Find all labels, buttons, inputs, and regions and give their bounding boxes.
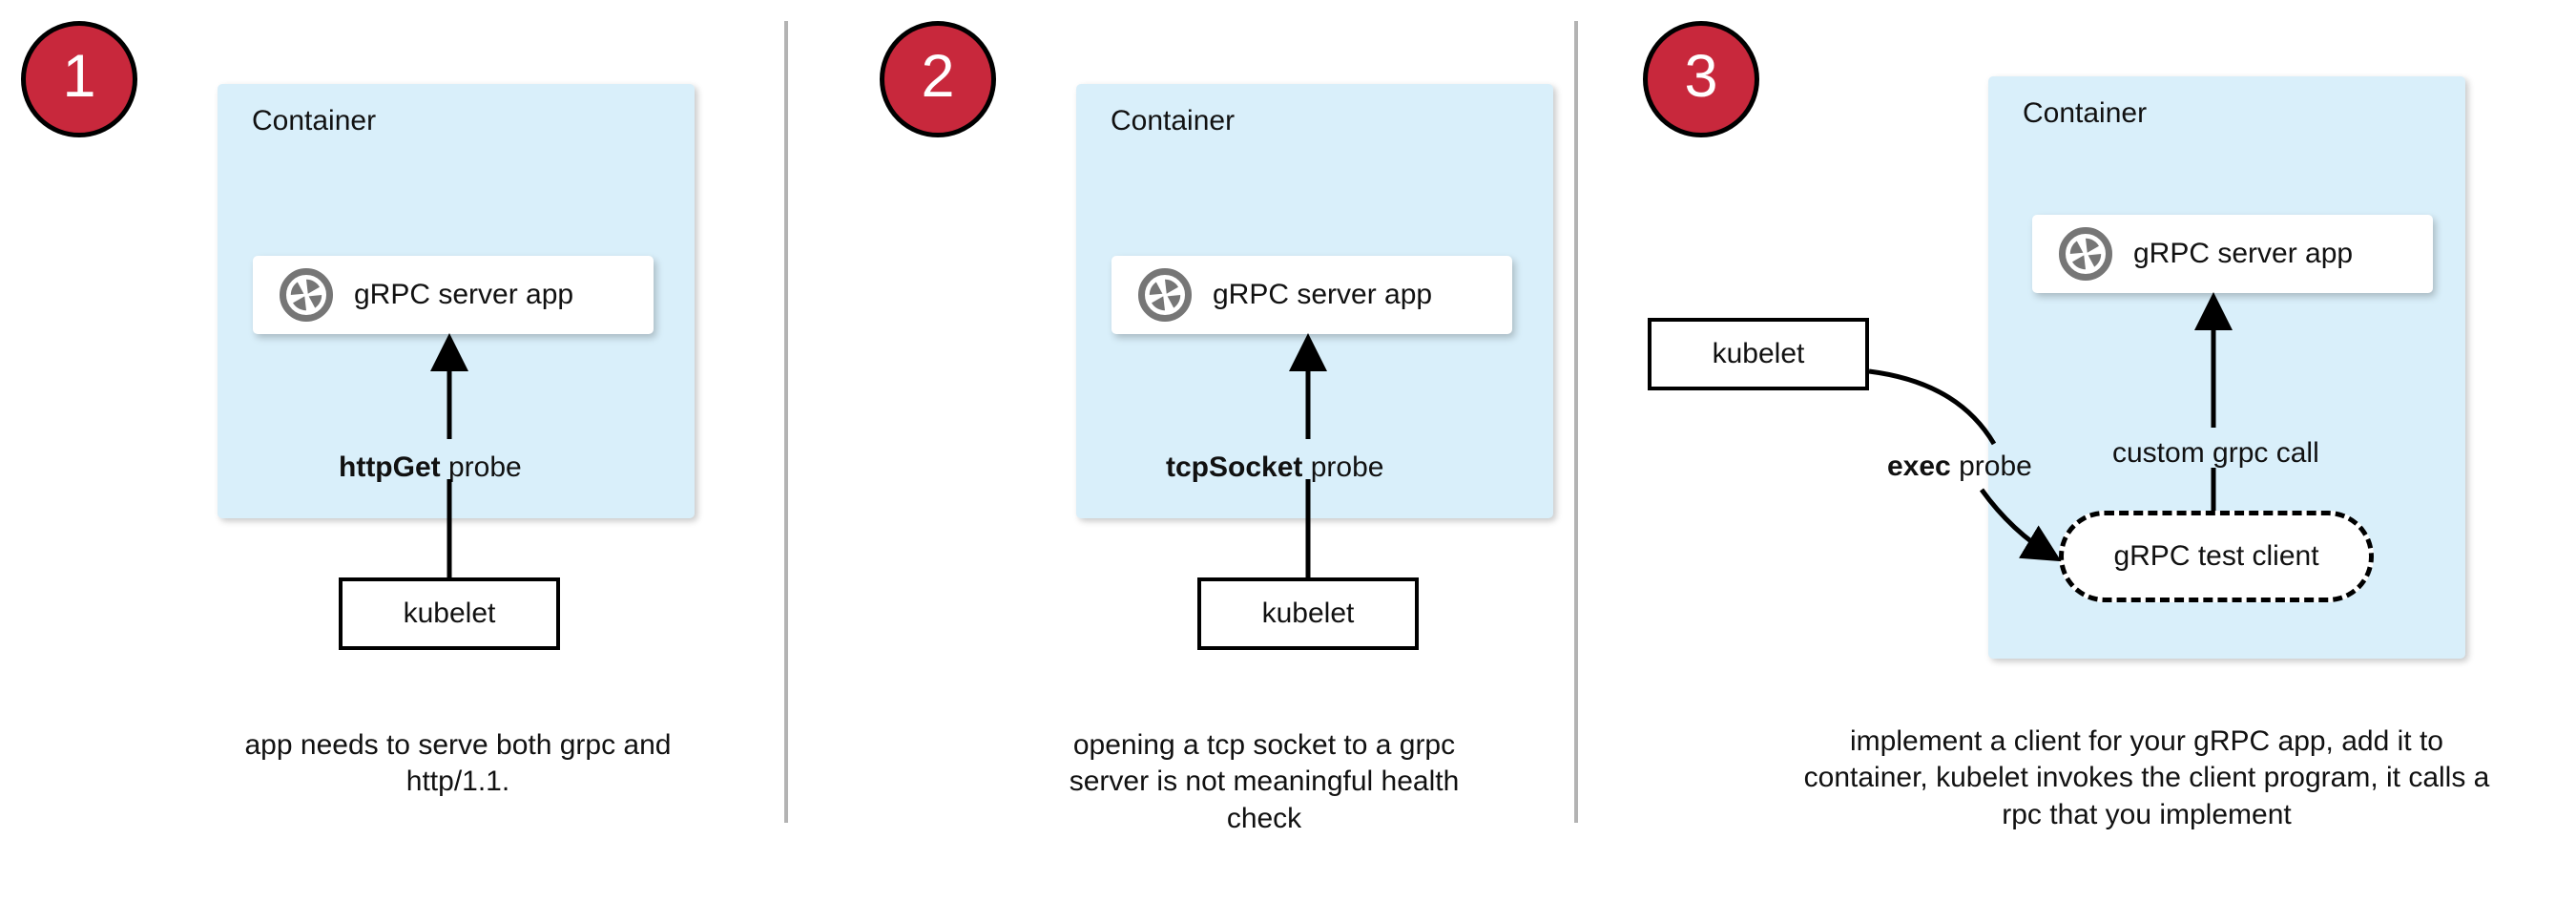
kubelet-box-1: kubelet	[339, 577, 560, 650]
step-badge-1-number: 1	[62, 42, 96, 110]
kubelet-label-2: kubelet	[1261, 598, 1355, 629]
grpc-server-app-card-3: gRPC server app	[2032, 215, 2433, 293]
grpc-logo-icon	[280, 268, 333, 322]
panel-caption-2: opening a tcp socket to a grpc server is…	[1069, 729, 1460, 834]
grpc-server-app-label-1: gRPC server app	[354, 279, 574, 310]
container-label-1: Container	[252, 105, 377, 136]
exec-probe-label-3-rest: probe	[1950, 451, 2032, 482]
exec-probe-curve-upper	[1868, 368, 1997, 446]
panel-caption-3: implement a client for your gRPC app, ad…	[1803, 725, 2490, 830]
panel-divider-2	[1574, 21, 1578, 823]
step-badge-3: 3	[1643, 21, 1759, 137]
panel-divider-1	[784, 21, 788, 823]
grpc-logo-icon	[2059, 227, 2112, 281]
container-label-2: Container	[1111, 105, 1236, 136]
custom-grpc-call-label-3: custom grpc call	[2112, 437, 2319, 470]
grpc-server-app-card-1: gRPC server app	[253, 256, 654, 334]
kubelet-label-1: kubelet	[403, 598, 496, 629]
grpc-server-app-label-2: gRPC server app	[1213, 279, 1433, 310]
grpc-server-app-card-2: gRPC server app	[1111, 256, 1512, 334]
probe-label-1: httpGet probe	[339, 451, 522, 484]
grpc-logo-icon	[1138, 268, 1192, 322]
step-badge-1: 1	[21, 21, 137, 137]
probe-label-2: tcpSocket probe	[1166, 451, 1383, 484]
panel-caption-1: app needs to serve both grpc and http/1.…	[244, 729, 672, 798]
step-badge-2-number: 2	[921, 42, 955, 110]
probe-label-2-rest: probe	[1302, 451, 1384, 483]
grpc-test-client-label-3: gRPC test client	[2113, 540, 2319, 572]
exec-probe-label-3-bold: exec	[1887, 451, 1951, 482]
step-badge-3-number: 3	[1684, 42, 1718, 110]
kubelet-box-3: kubelet	[1648, 318, 1869, 390]
probe-label-1-rest: probe	[440, 451, 522, 483]
probe-label-2-bold: tcpSocket	[1166, 451, 1303, 483]
custom-grpc-call-text: custom grpc call	[2112, 437, 2319, 469]
kubelet-box-2: kubelet	[1197, 577, 1419, 650]
step-badge-2: 2	[880, 21, 996, 137]
exec-probe-label-3: exec probe	[1887, 451, 2032, 483]
container-label-3: Container	[2023, 97, 2148, 129]
probe-label-1-bold: httpGet	[339, 451, 441, 483]
kubelet-label-3: kubelet	[1712, 338, 1805, 369]
grpc-server-app-label-3: gRPC server app	[2133, 238, 2354, 269]
grpc-test-client-box-3: gRPC test client	[2059, 511, 2374, 602]
